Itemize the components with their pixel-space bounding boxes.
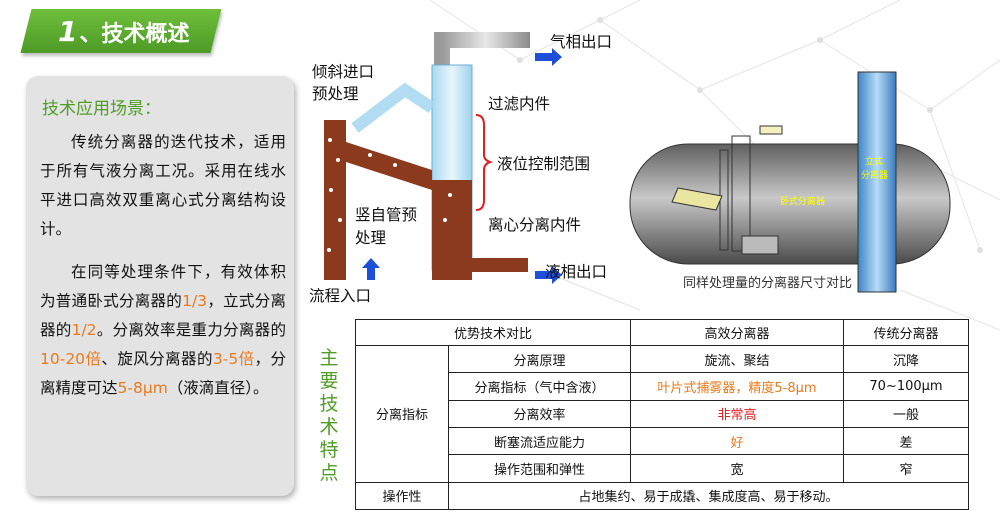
- process-inlet-label: 流程入口: [309, 287, 372, 305]
- vertical-inlet-pipe: [324, 120, 346, 280]
- p2-text-b: ，立式分离器的: [40, 292, 286, 339]
- row-trad: 窄: [843, 454, 969, 483]
- filter-internals-label: 过滤内件: [488, 95, 551, 113]
- row-trad: 差: [843, 426, 969, 456]
- vertical-pipe-label: 竖自管预: [355, 206, 418, 224]
- gas-outlet-pipe: [434, 32, 530, 70]
- p2-text-f: （液滴直径）。: [167, 379, 269, 397]
- liquid-outlet-label: 液相出口: [545, 263, 608, 281]
- row-item: 分离指标（气中含液）: [448, 372, 631, 401]
- row-hi: 宽: [630, 454, 844, 483]
- p2-value-4: 3-5倍: [212, 350, 255, 368]
- row-item: 分离效率: [448, 399, 631, 428]
- inlet-nozzle: [671, 187, 723, 211]
- row-hi: 非常高: [630, 399, 844, 428]
- section-title-text: 、技术概述: [79, 22, 190, 47]
- section-title: 1、技术概述: [58, 15, 190, 48]
- p2-value-3: 10-20倍: [40, 350, 102, 368]
- level-range-label: 液位控制范围: [497, 155, 591, 173]
- row-item: 操作范围和弹性: [448, 454, 631, 483]
- row-item: 断塞流适应能力: [448, 426, 631, 456]
- vertical-pipe-label-2: 处理: [355, 229, 387, 247]
- horizontal-separator-label: 卧式分离器: [780, 195, 825, 207]
- key-features-side-label: 主要技术特点: [319, 347, 339, 484]
- row-trad: 沉降: [843, 344, 969, 374]
- header-high-efficiency: 高效分离器: [630, 319, 844, 346]
- size-comparison-illustration: 卧式分离器 立式 分离器: [629, 71, 951, 293]
- process-inlet-arrow: [362, 258, 380, 280]
- vertical-separator-column: [857, 71, 897, 293]
- header-advantage: 优势技术对比: [355, 319, 631, 346]
- comparison-table: 优势技术对比 高效分离器 传统分离器 分离指标 分离原理 旋流、聚结 沉降 分离…: [355, 319, 969, 511]
- table-row: 分离效率 非常高 一般: [356, 399, 969, 428]
- header-traditional: 传统分离器: [843, 319, 969, 346]
- p2-text-d: 、旋风分离器的: [101, 350, 213, 368]
- p2-value-1: 1/3: [182, 292, 208, 310]
- row-item: 分离原理: [448, 344, 631, 374]
- comparison-caption: 同样处理量的分离器尺寸对比: [683, 276, 853, 291]
- paragraph-2: 在同等处理条件下，有效体积为普通卧式分离器的1/3，立式分离器的1/2。分离效率…: [40, 258, 286, 403]
- gas-outlet-label: 气相出口: [550, 33, 613, 51]
- p2-value-5: 5-8μm: [117, 379, 168, 397]
- section-number: 1: [58, 15, 78, 48]
- p2-text-a: 在同等处理条件下，有效体积为普通卧式分离器的: [40, 263, 286, 310]
- pretreatment-label: 预处理: [312, 85, 359, 103]
- vertical-separator-label-1: 立式: [865, 155, 883, 167]
- separator-schematic: [324, 32, 562, 284]
- row-hi: 好: [630, 426, 844, 456]
- gas-outlet-arrow: [535, 48, 562, 66]
- table-row: 操作范围和弹性 宽 窄: [356, 454, 969, 483]
- vertical-separator-label-2: 分离器: [861, 169, 888, 181]
- row-trad: 70~100μm: [843, 372, 969, 401]
- p2-value-2: 1/2: [71, 321, 97, 339]
- row-trad: 一般: [843, 399, 969, 428]
- paragraph-1: 传统分离器的迭代技术，适用于所有气液分离工况。采用在线水平进口高效双重离心式分离…: [40, 133, 286, 238]
- operability-value: 占地集约、易于成撬、集成度高、易于移动。: [448, 481, 969, 511]
- table-row: 分离指标 分离原理 旋流、聚结 沉降: [355, 344, 969, 483]
- table-row: 断塞流适应能力 好 差: [356, 426, 969, 456]
- p2-text-c: 。分离效率是重力分离器的: [96, 321, 286, 339]
- group-label: 分离指标: [355, 345, 449, 483]
- operability-label: 操作性: [355, 481, 449, 511]
- p2-text-e: ，分离精度可达: [40, 350, 286, 397]
- inclined-inlet-pipe: [340, 140, 432, 190]
- centrifugal-internals-label: 离心分离内件: [488, 216, 582, 234]
- level-range-bracket: [475, 114, 494, 211]
- liquid-outlet-arrow: [535, 266, 562, 284]
- row-hi: 旋流、聚结: [630, 344, 844, 374]
- inclined-inlet-label: 倾斜进口: [312, 63, 375, 81]
- panel-title: 技术应用场景：: [42, 99, 161, 119]
- application-scenario-panel: 技术应用场景： 传统分离器的迭代技术，适用于所有气液分离工况。采用在线水平进口高…: [26, 76, 294, 496]
- row-hi: 叶片式捕雾器，精度5-8μm: [630, 372, 844, 401]
- table-row: 操作性 占地集约、易于成撬、集成度高、易于移动。: [355, 481, 969, 511]
- table-row: 分离指标（气中含液） 叶片式捕雾器，精度5-8μm 70~100μm: [356, 372, 969, 401]
